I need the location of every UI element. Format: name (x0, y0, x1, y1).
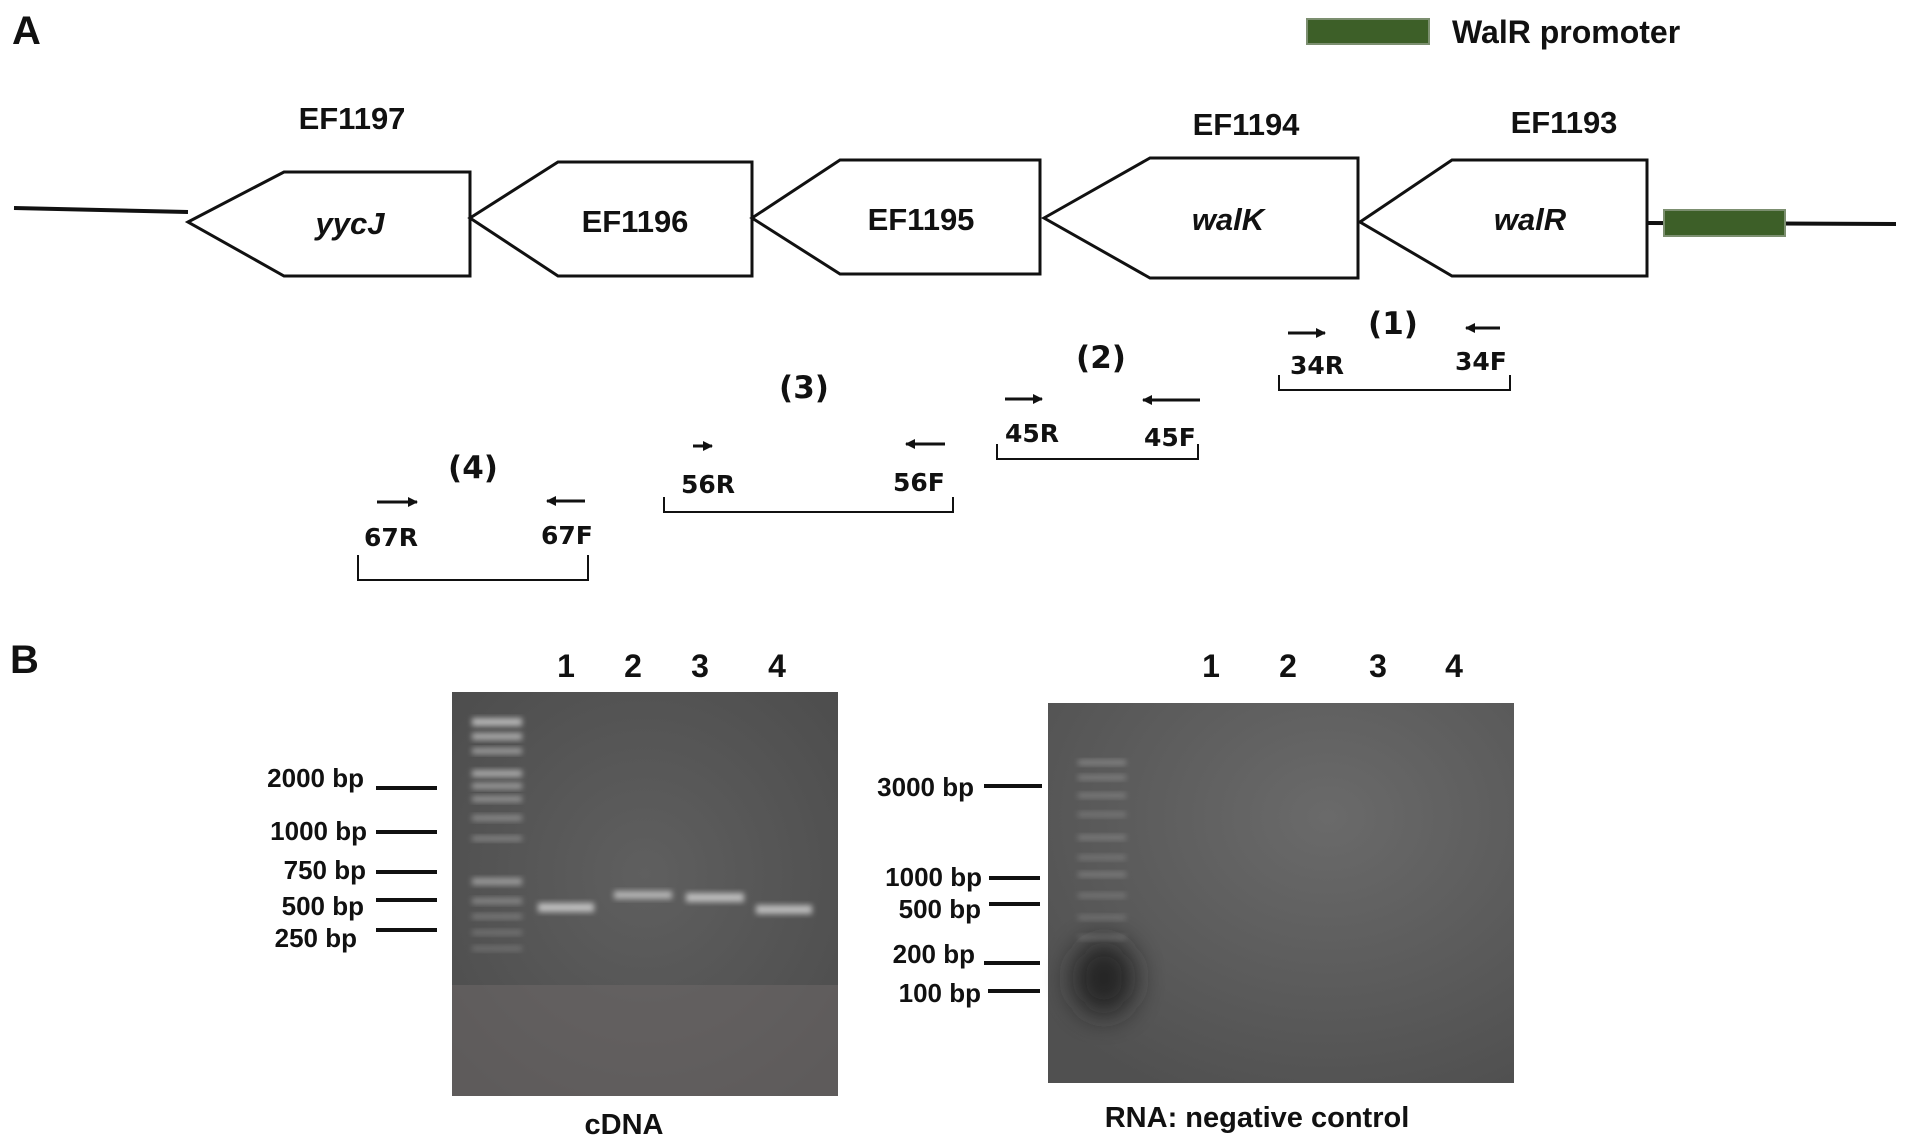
primer-forward: 67R (364, 523, 418, 552)
gene-label-walK: walK (1192, 202, 1267, 237)
ladder-lane (1078, 760, 1126, 940)
legend: WalR promoter (1306, 14, 1680, 50)
amplicon-1: (1) 34R 34F (1278, 306, 1511, 391)
ladder-label: 1000 bp (270, 816, 367, 846)
gel-caption: RNA: negative control (1105, 1102, 1410, 1134)
region-number: (1) (1368, 306, 1418, 342)
gene-id-EF1193: EF1193 (1511, 105, 1618, 140)
amplicon-bracket (357, 555, 589, 581)
band-lane-1 (538, 903, 594, 912)
region-number: (4) (448, 450, 498, 486)
amplicon-bracket (1278, 375, 1511, 391)
ladder-lane (472, 718, 522, 951)
region-number: (2) (1076, 340, 1126, 376)
ladder-label: 200 bp (893, 939, 975, 969)
gene-label-walR: walR (1494, 202, 1567, 237)
gel-cdna: 1 2 3 4 2000 bp 1000 bp 750 bp 500 bp 25… (267, 648, 838, 1141)
band-lane-3 (686, 893, 744, 902)
lane-number-4: 4 (1445, 648, 1463, 684)
ladder-label: 3000 bp (877, 772, 974, 802)
ladder-label: 750 bp (284, 855, 366, 885)
amplicon-bracket (663, 497, 954, 513)
operon-map: yycJ EF1196 EF1195 walK walR EF1197 EF11… (13, 101, 1897, 280)
region-number: (3) (779, 370, 829, 406)
lane-number-1: 1 (557, 648, 575, 684)
gel-lower-region (452, 985, 838, 1096)
gene-label-yycJ: yycJ (314, 206, 386, 241)
primer-reverse: 67F (541, 521, 593, 550)
primer-forward: 45R (1005, 419, 1059, 448)
band-lane-4 (756, 905, 812, 914)
ladder-label: 100 bp (899, 978, 981, 1008)
gene-id-EF1197: EF1197 (299, 101, 406, 136)
gene-arrow-yycJ (184, 170, 472, 278)
gel-rna-negative-control: 1 2 3 4 3000 bp 1000 bp 500 bp 200 bp 10… (877, 648, 1514, 1134)
gene-arrow-EF1195 (749, 158, 1042, 276)
ladder-label: 250 bp (275, 923, 357, 953)
lane-number-2: 2 (624, 648, 642, 684)
primer-reverse: 56F (893, 468, 945, 497)
lane-number-3: 3 (1369, 648, 1387, 684)
gene-id-EF1194: EF1194 (1193, 107, 1301, 142)
gene-arrow-walK (1040, 156, 1360, 280)
amplicon-2: (2) 45R 45F (996, 340, 1200, 460)
walr-promoter-box (1663, 209, 1786, 237)
ladder-smear (1072, 940, 1136, 1016)
legend-swatch (1306, 18, 1430, 45)
band-lane-2 (614, 891, 672, 899)
ladder-label: 500 bp (282, 891, 364, 921)
primer-reverse: 45F (1144, 423, 1196, 452)
gel-caption: cDNA (585, 1109, 664, 1141)
primer-forward: 56R (681, 470, 735, 499)
primer-forward: 34R (1290, 351, 1344, 380)
ladder-label: 2000 bp (267, 763, 364, 793)
amplicon-bracket (996, 444, 1199, 460)
chromosome-line-left (13, 206, 189, 214)
lane-number-4: 4 (768, 648, 786, 684)
primer-reverse: 34F (1455, 347, 1507, 376)
lane-number-2: 2 (1279, 648, 1297, 684)
amplicon-4: (4) 67R 67F (357, 450, 593, 581)
lane-number-3: 3 (691, 648, 709, 684)
gene-label-EF1195: EF1195 (868, 202, 975, 237)
panel-label-a: A (12, 9, 41, 53)
gene-arrow-walR (1357, 158, 1649, 278)
amplicon-3: (3) 56R 56F (663, 370, 954, 513)
legend-label: WalR promoter (1452, 14, 1680, 50)
ladder-label: 500 bp (899, 894, 981, 924)
panel-label-b: B (10, 638, 39, 682)
gene-label-EF1196: EF1196 (582, 204, 689, 239)
lane-number-1: 1 (1202, 648, 1220, 684)
ladder-label: 1000 bp (885, 862, 982, 892)
